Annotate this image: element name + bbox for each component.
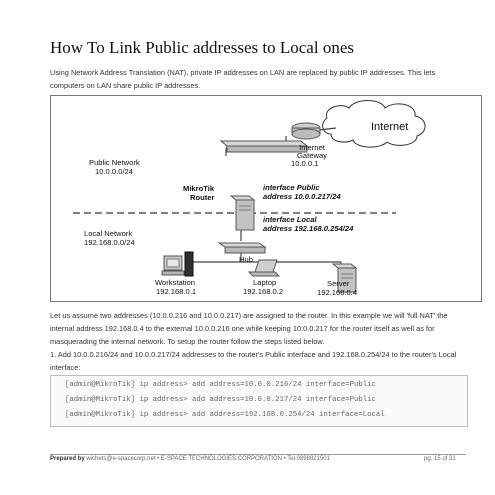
workstation-ip-label: 192.168.0.1 bbox=[156, 287, 197, 296]
code-line: [admin@MikroTik] ip address> add address… bbox=[65, 381, 376, 389]
gateway-name-label: Internet Gateway bbox=[297, 143, 327, 160]
gateway-ip-label: 10.0.0.1 bbox=[291, 159, 319, 168]
footer-page-number: pg. 15 of 31 bbox=[424, 456, 456, 462]
diagram-drawing bbox=[73, 100, 426, 293]
code-line: [admin@MikroTik] ip address> add address… bbox=[65, 411, 385, 419]
footer-prepared-label: Prepared by bbox=[50, 456, 85, 462]
page-title: How To Link Public addresses to Local on… bbox=[50, 38, 354, 57]
interface-local-title: interface Local bbox=[263, 215, 317, 224]
footer-divider bbox=[50, 454, 466, 455]
public-network-label: Public Network bbox=[89, 158, 140, 167]
internet-cloud-icon bbox=[322, 100, 426, 148]
workstation-icon bbox=[161, 251, 194, 277]
laptop-icon bbox=[247, 259, 281, 277]
router-brand-label: MikroTik bbox=[183, 184, 215, 193]
server-ip-label: 192.168.0.4 bbox=[317, 288, 358, 297]
network-diagram: Internet Internet Gateway 10.0.0.1 Publi… bbox=[50, 95, 482, 302]
router-label: Router bbox=[190, 193, 215, 202]
assumption-paragraph: Let us assume two addresses (10.0.0.216 … bbox=[50, 311, 448, 346]
interface-public-title: interface Public bbox=[263, 183, 320, 192]
code-block: [admin@MikroTik] ip address> add address… bbox=[50, 375, 468, 427]
public-switch-icon bbox=[219, 140, 309, 153]
local-network-label: Local Network bbox=[84, 229, 133, 238]
public-network-address: 10.0.0.0/24 bbox=[95, 167, 134, 176]
mikrotik-router-icon bbox=[229, 195, 256, 231]
interface-local-address: address 192.168.0.254/24 bbox=[263, 224, 354, 233]
local-network-address: 192.168.0.0/24 bbox=[84, 238, 135, 247]
server-icon bbox=[331, 263, 358, 293]
interface-public-address: address 10.0.0.217/24 bbox=[263, 192, 341, 201]
hub-icon bbox=[217, 242, 267, 254]
workstation-name-label: Workstation bbox=[155, 278, 195, 287]
intro-paragraph: Using Network Address Translation (NAT),… bbox=[50, 68, 436, 90]
footer-credit: Prepared by wichets@e-spacecorp.net • E-… bbox=[50, 456, 330, 462]
server-name-label: Server bbox=[327, 279, 350, 288]
code-line: [admin@MikroTik] ip address> add address… bbox=[65, 396, 376, 404]
gateway-router-icon bbox=[291, 122, 321, 140]
laptop-ip-label: 192.168.0.2 bbox=[243, 287, 284, 296]
step-1-paragraph: 1. Add 10.0.0.216/24 and 10.0.0.217/24 a… bbox=[50, 350, 457, 372]
internet-label: Internet bbox=[371, 121, 409, 133]
hub-label: Hub bbox=[239, 255, 253, 264]
laptop-name-label: Laptop bbox=[253, 278, 277, 287]
footer-prepared-text: wichets@e-spacecorp.net • E-SPACE TECHNO… bbox=[86, 456, 330, 462]
